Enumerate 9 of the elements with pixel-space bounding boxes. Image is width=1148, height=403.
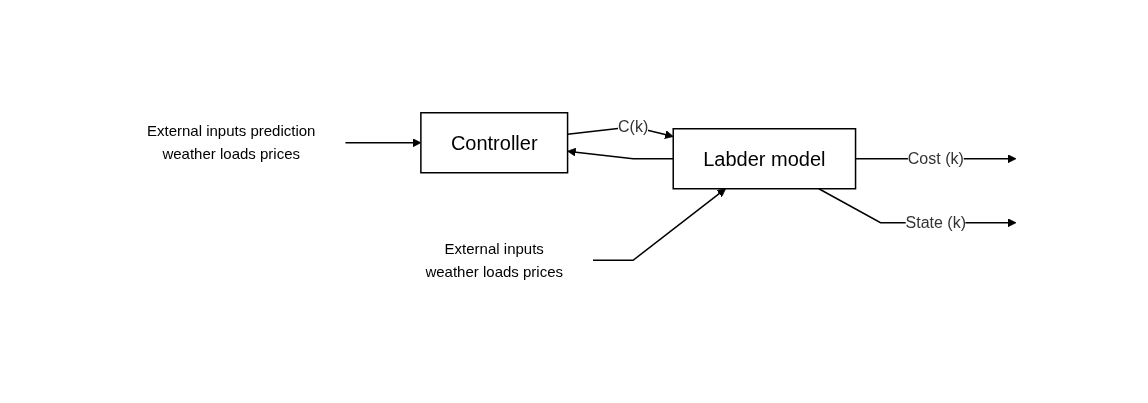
node-box: Labder model xyxy=(672,128,857,190)
node-text: External inputs weather loads prices xyxy=(425,239,564,280)
node-box: Controller xyxy=(420,112,569,174)
arrow xyxy=(592,188,727,261)
edge-label: C(k) xyxy=(618,117,649,135)
arrow xyxy=(345,138,422,148)
edge-label: Cost (k) xyxy=(908,149,965,167)
edge-label: State (k) xyxy=(906,213,967,231)
node-text: External inputs prediction weather loads prices xyxy=(147,122,316,162)
